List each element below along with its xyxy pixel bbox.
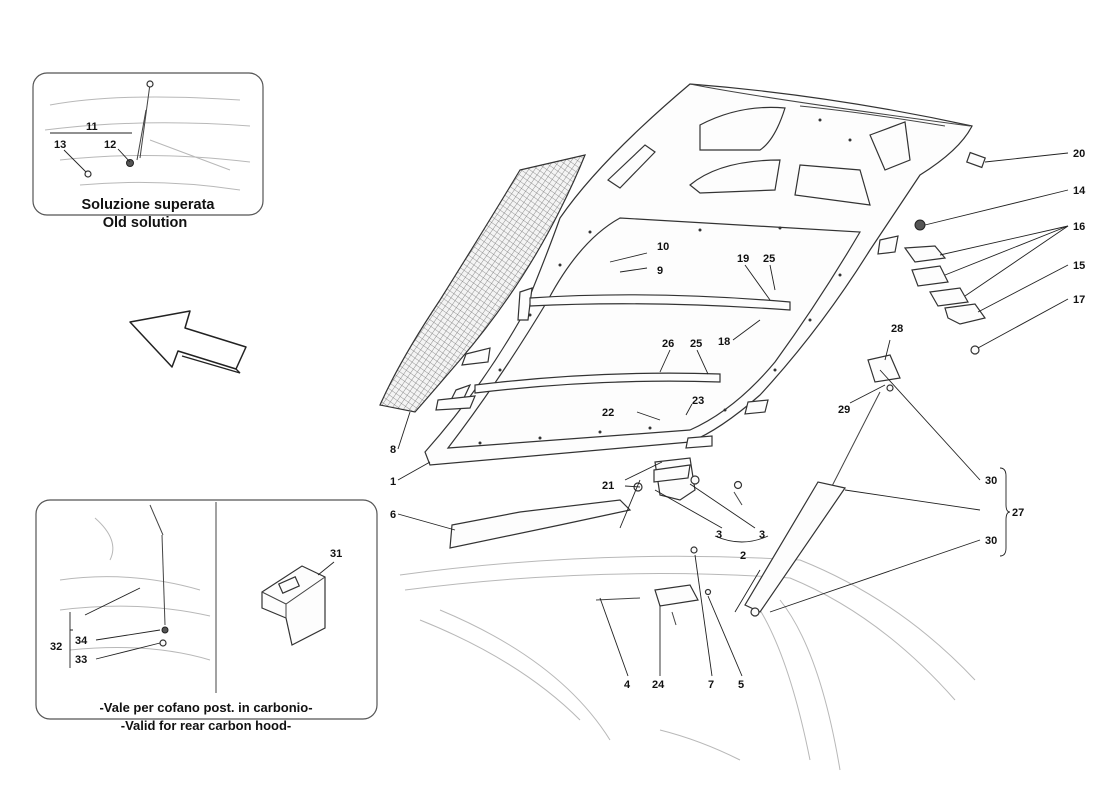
inset-carbon-frame	[35, 499, 378, 720]
callout-4: 4	[624, 679, 631, 691]
callout-15: 15	[1073, 260, 1085, 272]
callout-25a: 25	[763, 253, 775, 265]
callout-labels: 20 14 16 15 17 10 9 19 25 18 26 25 23 22…	[390, 148, 1086, 691]
inset-carbon-gas-strut	[149, 504, 169, 647]
inset-old-gas-strut	[84, 80, 154, 178]
callout-30b: 30	[985, 535, 997, 547]
callout-17: 17	[1073, 294, 1085, 306]
gas-strut-27	[744, 354, 901, 617]
car-body-outline	[399, 555, 976, 771]
cross-member-26	[474, 372, 721, 394]
callout-14: 14	[1073, 185, 1086, 197]
inset-carbon-caption-en: -Valid for rear carbon hood-	[121, 718, 291, 733]
callout-22: 22	[602, 407, 614, 419]
bracket-plate-6	[449, 499, 632, 549]
inset-old-caption-it: Soluzione superata	[82, 197, 216, 213]
callout-11: 11	[86, 121, 98, 133]
inset-old-caption-en: Old solution	[103, 215, 188, 231]
mesh-grille-part-8	[379, 154, 586, 413]
callout-21: 21	[602, 480, 614, 492]
callout-9: 9	[657, 265, 663, 277]
callout-30a: 30	[985, 475, 997, 487]
callout-24: 24	[652, 679, 665, 691]
callout-34: 34	[75, 635, 88, 647]
callout-5: 5	[738, 679, 744, 691]
callout-26: 26	[662, 338, 674, 350]
arrow-right-up-icon	[129, 310, 247, 374]
callout-8: 8	[390, 444, 396, 456]
inset-carbon-hood: 32 34 33 31 -Vale per cofano post. in ca…	[35, 499, 378, 733]
callout-31: 31	[330, 548, 342, 560]
callout-28: 28	[891, 323, 903, 335]
latch-assembly-21	[633, 457, 743, 506]
inset-old-solution-frame	[32, 72, 264, 216]
cross-member-19	[529, 294, 791, 311]
callout-16: 16	[1073, 221, 1085, 233]
inset-carbon-ghost-body	[59, 517, 211, 661]
callout-13: 13	[54, 139, 66, 151]
lower-latch-24	[595, 546, 712, 626]
inset-carbon-caption-it: -Vale per cofano post. in carbonio-	[99, 700, 312, 715]
callout-3a: 3	[716, 529, 722, 541]
inset-old-solution: 11 12 13 Soluzione superata Old solution	[32, 72, 264, 231]
callout-7: 7	[708, 679, 714, 691]
callout-12: 12	[104, 139, 116, 151]
callout-20: 20	[1073, 148, 1085, 160]
leader-lines	[397, 152, 1069, 677]
callout-18: 18	[718, 336, 730, 348]
inset-old-ghost-body	[44, 96, 251, 191]
callout-32: 32	[50, 641, 62, 653]
callout-33: 33	[75, 654, 87, 666]
callout-29: 29	[838, 404, 850, 416]
callout-6: 6	[390, 509, 396, 521]
callout-23: 23	[692, 395, 704, 407]
callout-27: 27	[1012, 507, 1024, 519]
callout-3b: 3	[759, 529, 765, 541]
callout-19: 19	[737, 253, 749, 265]
callout-1: 1	[390, 476, 396, 488]
callout-10: 10	[657, 241, 669, 253]
carbon-cover-part-31	[261, 565, 326, 646]
callout-2: 2	[740, 550, 746, 562]
rear-hood-part-1	[424, 83, 973, 466]
callout-25b: 25	[690, 338, 702, 350]
hinge-brackets-16	[903, 151, 987, 355]
